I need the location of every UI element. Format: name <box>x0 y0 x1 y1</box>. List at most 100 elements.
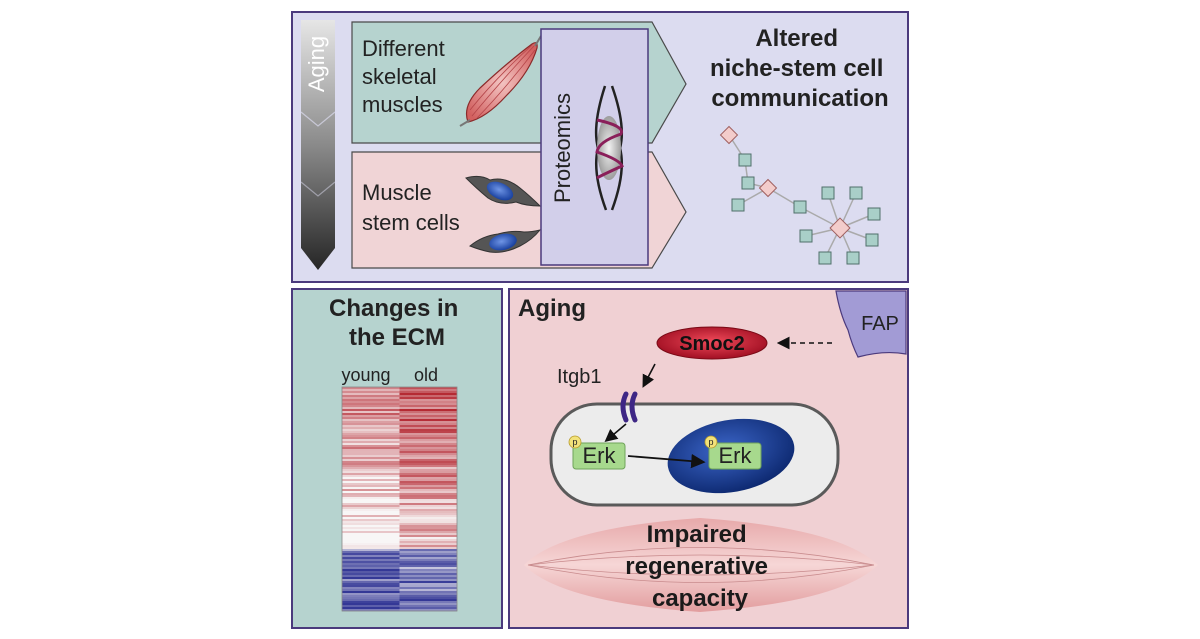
heatmap-cell <box>342 605 400 608</box>
itgb1-label: Itgb1 <box>557 366 601 388</box>
heatmap-cell <box>342 507 400 510</box>
heatmap-cell <box>342 499 400 502</box>
heatmap-cell <box>399 467 457 470</box>
heatmap-cell <box>342 567 400 570</box>
heatmap <box>342 387 457 612</box>
smoc2-ellipse <box>656 326 768 360</box>
heatmap-cell <box>399 491 457 494</box>
heatmap-cell <box>342 601 400 604</box>
heatmap-cell <box>399 505 457 508</box>
heatmap-cell <box>342 429 400 432</box>
heatmap-cell <box>342 571 400 574</box>
heatmap-cell <box>399 435 457 438</box>
heatmap-cell <box>342 563 400 566</box>
heatmap-cell <box>342 525 400 528</box>
heatmap-cell <box>399 477 457 480</box>
heatmap-cell <box>399 591 457 594</box>
heatmap-cell <box>342 519 400 522</box>
heatmap-cell <box>342 523 400 526</box>
heatmap-cell <box>399 589 457 592</box>
heatmap-cell <box>399 531 457 534</box>
heatmap-cell <box>342 493 400 496</box>
heatmap-cell <box>342 555 400 558</box>
heatmap-cell <box>399 559 457 562</box>
smoc2-label: Smoc2 <box>679 333 745 355</box>
heatmap-cell <box>399 421 457 424</box>
heatmap-cell <box>342 505 400 508</box>
heatmap-cell <box>399 563 457 566</box>
heatmap-cell <box>342 457 400 460</box>
heatmap-cell <box>399 489 457 492</box>
heatmap-cell <box>399 501 457 504</box>
heatmap-cell <box>342 477 400 480</box>
heatmap-cell <box>399 543 457 546</box>
heatmap-cell <box>399 399 457 402</box>
heatmap-cell <box>399 555 457 558</box>
heatmap-cell <box>342 489 400 492</box>
heatmap-cell <box>399 601 457 604</box>
heatmap-cell <box>399 507 457 510</box>
erk-translocation-arrow <box>627 453 706 469</box>
heatmap-cell <box>399 455 457 458</box>
heatmap-cell <box>342 483 400 486</box>
heatmap-cell <box>399 573 457 576</box>
heatmap-cell <box>399 579 457 582</box>
heatmap-cell <box>342 589 400 592</box>
heatmap-cell <box>342 585 400 588</box>
heatmap-cell <box>342 455 400 458</box>
ecm-title: Changes in the ECM <box>329 295 465 351</box>
heatmap-cell <box>342 521 400 524</box>
proteomics-box <box>540 28 649 266</box>
heatmap-cell <box>342 419 400 422</box>
heatmap-cell <box>342 431 400 434</box>
heatmap-cell <box>399 549 457 552</box>
heatmap-cell <box>399 605 457 608</box>
muscle-fiber-icon <box>594 85 624 211</box>
heatmap-cell <box>399 499 457 502</box>
heatmap-cell <box>342 595 400 598</box>
smoc2-to-itgb1-arrow <box>642 363 656 388</box>
heatmap-cell <box>399 405 457 408</box>
heatmap-cell <box>342 497 400 500</box>
heatmap-cell <box>399 521 457 524</box>
heatmap-cell <box>342 607 400 610</box>
heatmap-cell <box>342 469 400 472</box>
heatmap-cell <box>399 459 457 462</box>
heatmap-cell <box>342 535 400 538</box>
heatmap-cell <box>342 533 400 536</box>
heatmap-cell <box>399 393 457 396</box>
heatmap-cell <box>399 509 457 512</box>
itgb1-receptor-icon <box>620 391 638 423</box>
heatmap-cell <box>399 577 457 580</box>
heatmap-cell <box>399 445 457 448</box>
heatmap-cell <box>399 481 457 484</box>
heatmap-cell <box>342 441 400 444</box>
itgb1-to-erk-arrow <box>604 423 627 443</box>
heatmap-cell <box>399 511 457 514</box>
heatmap-cell <box>342 403 400 406</box>
heatmap-cell <box>342 409 400 412</box>
heatmap-cell <box>399 493 457 496</box>
heatmap-cell <box>399 447 457 450</box>
heatmap-cell <box>399 429 457 432</box>
heatmap-cell <box>342 545 400 548</box>
heatmap-cell <box>399 575 457 578</box>
heatmap-cell <box>342 485 400 488</box>
heatmap-cell <box>342 599 400 602</box>
heatmap-cell <box>399 539 457 542</box>
heatmap-cell <box>342 467 400 470</box>
heatmap-cell <box>399 533 457 536</box>
heatmap-cell <box>399 517 457 520</box>
heatmap-cell <box>399 423 457 426</box>
heatmap-cell <box>342 593 400 596</box>
aging-panel: Aging FAP Smoc2 Itgb1 Erk p Er <box>508 288 909 629</box>
erk-cytoplasm-label: Erk <box>583 443 617 468</box>
heatmap-cell <box>342 387 400 390</box>
heatmap-cell <box>399 503 457 506</box>
top-panel: Aging Different skeletal muscles Muscle … <box>291 11 909 283</box>
heatmap-cell <box>399 569 457 572</box>
heatmap-cell <box>399 479 457 482</box>
heatmap-cell <box>399 425 457 428</box>
aging-chevron-2 <box>300 181 336 197</box>
